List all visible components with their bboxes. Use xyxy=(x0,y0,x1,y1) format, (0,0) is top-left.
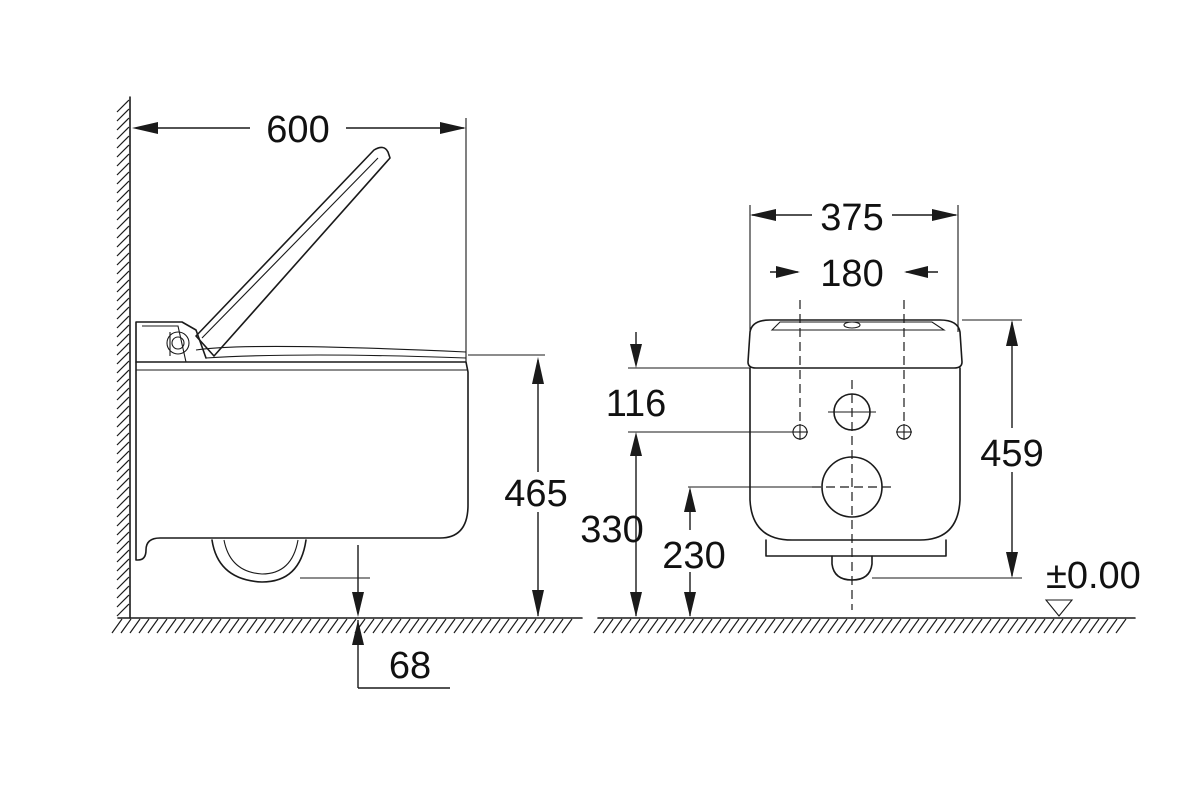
wall xyxy=(116,96,131,619)
hole-spacing-label: 180 xyxy=(820,253,883,295)
side-width-label: 600 xyxy=(266,109,329,151)
dim-outlet-height: 230 xyxy=(662,486,820,617)
dim-front-width: 375 xyxy=(749,197,959,332)
front-height-label: 459 xyxy=(980,433,1043,475)
mounting-holes xyxy=(792,300,912,518)
dim-hole-spacing: 180 xyxy=(770,253,938,295)
top-offset-label: 116 xyxy=(606,383,667,425)
floor-level-label: ±0.00 xyxy=(1046,555,1141,597)
side-view-toilet xyxy=(135,146,469,583)
floor-left xyxy=(111,617,583,634)
side-height-label: 465 xyxy=(504,473,567,515)
dim-front-height: 459 xyxy=(872,319,1044,579)
front-view-toilet xyxy=(747,319,963,581)
side-offset-label: 68 xyxy=(389,645,431,687)
dim-side-offset: 68 xyxy=(300,545,450,689)
dim-side-width: 600 xyxy=(132,109,467,362)
floor-right xyxy=(593,617,1136,634)
dim-side-height: 465 xyxy=(468,354,568,617)
dim-top-offset: 116 xyxy=(606,332,792,617)
hole-height-label: 330 xyxy=(580,509,643,551)
front-width-label: 375 xyxy=(820,197,883,239)
floor-level-marker: ±0.00 xyxy=(1044,555,1141,617)
outlet-height-label: 230 xyxy=(662,535,725,577)
